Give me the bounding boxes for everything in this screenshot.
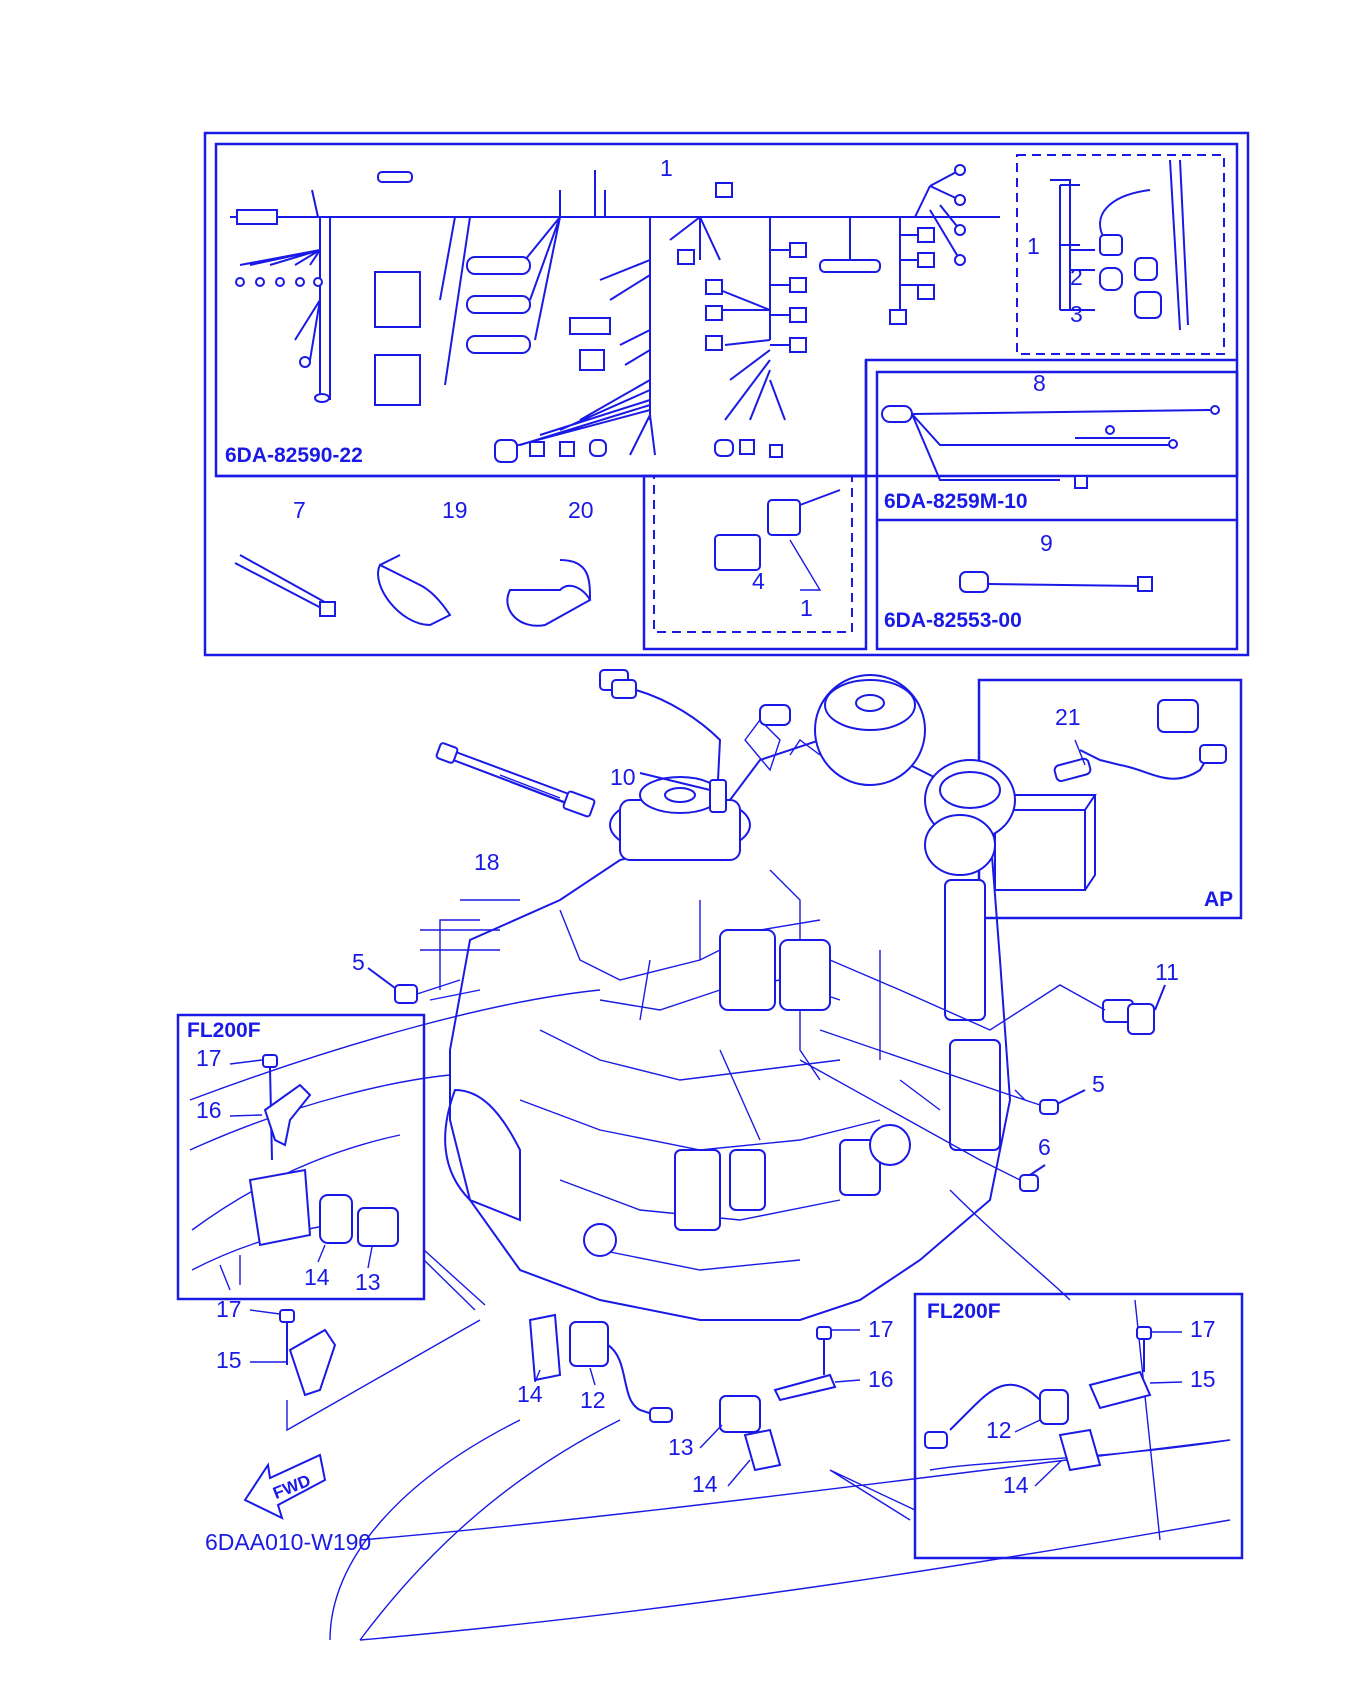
label-2: 2 — [1070, 264, 1083, 290]
label-13-inset-left: 13 — [355, 1269, 381, 1295]
part-code-cable-8: 6DA-8259M-10 — [884, 490, 1028, 513]
label-17-inset-left: 17 — [196, 1045, 222, 1071]
inset-left-title: FL200F — [187, 1019, 261, 1042]
drawing-code: 6DAA010-W190 — [205, 1529, 371, 1555]
label-15-inset-right: 15 — [1190, 1366, 1216, 1392]
label-14-bottom: 14 — [517, 1381, 543, 1407]
label-17-bottom-left: 17 — [216, 1296, 242, 1322]
label-1-main: 1 — [660, 155, 673, 181]
label-16-bottom: 16 — [868, 1366, 894, 1392]
label-5-right: 5 — [1092, 1071, 1105, 1097]
label-20: 20 — [568, 497, 594, 523]
label-14-inset-left: 14 — [304, 1264, 330, 1290]
label-1-relay: 1 — [800, 595, 813, 621]
bottom-parts: 17 15 14 12 13 14 17 16 — [216, 1296, 916, 1521]
label-12-inset-right: 12 — [986, 1417, 1012, 1443]
label-13-bottom: 13 — [668, 1434, 694, 1460]
label-6: 6 — [1038, 1134, 1051, 1160]
label-14-inset-right: 14 — [1003, 1472, 1029, 1498]
part-code-cable-9: 6DA-82553-00 — [884, 609, 1022, 632]
label-5-left: 5 — [352, 949, 365, 975]
label-7: 7 — [293, 497, 306, 523]
label-18: 18 — [474, 849, 500, 875]
label-11: 11 — [1155, 959, 1179, 985]
label-14b-bottom: 14 — [692, 1471, 718, 1497]
inset-right-title: FL200F — [927, 1300, 1001, 1323]
label-4: 4 — [752, 568, 765, 594]
label-21: 21 — [1055, 704, 1081, 730]
label-17-bottom-mid: 17 — [868, 1316, 894, 1342]
wire-harness-panel: 1 1 2 3 8 9 4 1 7 19 20 6DA-82590-22 6DA… — [203, 131, 1250, 657]
fwd-arrow: FWD — [243, 1453, 327, 1520]
ap-title: AP — [1204, 888, 1233, 911]
label-9: 9 — [1040, 530, 1053, 556]
inset-fl200f-left: FL200F 17 16 14 13 — [176, 1013, 426, 1301]
label-16-inset-left: 16 — [196, 1097, 222, 1123]
engine-block: 10 18 5 11 5 6 — [189, 669, 1231, 1641]
label-17-inset-right: 17 — [1190, 1316, 1216, 1342]
label-19: 19 — [442, 497, 468, 523]
label-15-bottom-left: 15 — [216, 1347, 242, 1373]
label-10: 10 — [610, 764, 636, 790]
inset-fl200f-right: FL200F 17 15 12 14 — [913, 1292, 1244, 1560]
label-3: 3 — [1070, 301, 1083, 327]
label-12-bottom: 12 — [580, 1387, 606, 1413]
part-code-main: 6DA-82590-22 — [225, 444, 363, 467]
label-8: 8 — [1033, 370, 1046, 396]
ap-battery-panel: 21 AP — [977, 678, 1243, 920]
label-1-sub: 1 — [1027, 233, 1040, 259]
